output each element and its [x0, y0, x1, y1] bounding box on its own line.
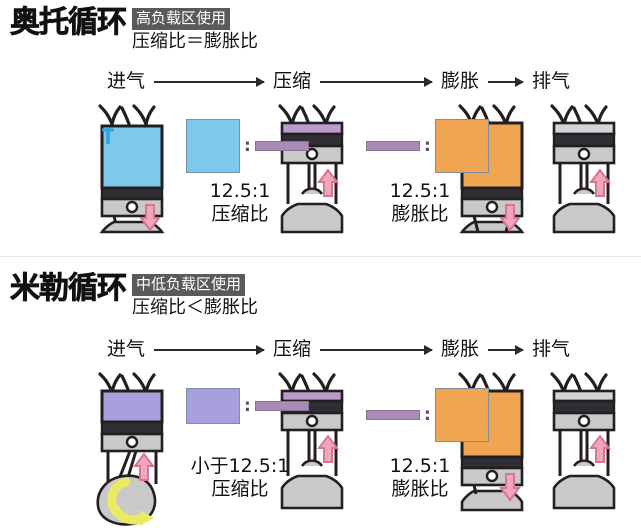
miller-cylinder-exhaust: [540, 372, 636, 512]
otto-step-compression: 压缩: [273, 70, 312, 92]
otto-arrow-1: [154, 76, 266, 87]
ratio-colon: :: [244, 136, 251, 156]
section-divider: [0, 256, 641, 257]
piston-direction-arrow-up: [589, 434, 611, 463]
miller-step-exhaust: 排气: [532, 338, 571, 360]
miller-cylinder-intake: [88, 372, 198, 528]
otto-expansion-volume-box: [434, 119, 489, 173]
piston-direction-arrow-down: [499, 473, 521, 502]
otto-expansion-ratio-caption: 12.5:1 膨胀比: [366, 180, 474, 226]
miller-expansion-ratio-visual: :: [366, 388, 489, 442]
miller-arrow-2: [320, 344, 434, 355]
piston-direction-arrow-up: [317, 434, 339, 463]
otto-load-badge: 高负载区使用: [132, 8, 231, 30]
otto-arrow-2: [320, 76, 434, 87]
otto-expansion-ratio-value: 12.5:1: [389, 180, 451, 202]
piston-direction-arrow-down: [499, 204, 521, 232]
otto-compression-unit-bar: [254, 141, 309, 151]
miller-expansion-ratio-label: 膨胀比: [391, 478, 449, 500]
ratio-colon: :: [424, 136, 431, 156]
miller-step-labels: 进气 压缩 膨胀 排气: [107, 340, 570, 359]
otto-cylinder-intake: [88, 104, 184, 234]
miller-cycle-title: 米勒循环: [10, 271, 128, 306]
miller-step-compression: 压缩: [273, 338, 312, 360]
miller-compression-ratio-label: 压缩比: [211, 478, 269, 500]
otto-cylinder-compression: [268, 104, 364, 234]
miller-step-intake: 进气: [107, 338, 146, 360]
otto-compression-ratio-caption: 12.5:1 压缩比: [186, 180, 294, 226]
miller-cylinder-compression: [268, 372, 364, 512]
miller-expansion-ratio-caption: 12.5:1 膨胀比: [366, 455, 474, 501]
otto-compression-volume-box: [186, 119, 240, 173]
miller-load-badge: 中低负载区使用: [132, 274, 246, 296]
otto-heading-right: 高负载区使用 压缩比＝膨胀比: [132, 8, 258, 53]
miller-compression-ratio-visual: :: [186, 388, 309, 424]
otto-compression-ratio-value: 12.5:1: [209, 180, 271, 202]
miller-compression-ratio-caption: 小于12.5:1 压缩比: [175, 455, 305, 501]
ratio-colon: :: [424, 405, 431, 425]
otto-step-exhaust: 排气: [532, 70, 571, 92]
otto-cylinder-exhaust: [540, 104, 636, 234]
otto-compression-ratio-label: 压缩比: [211, 203, 269, 225]
otto-expansion-ratio-label: 膨胀比: [391, 203, 449, 225]
otto-cycle-title: 奥托循环: [10, 5, 128, 40]
otto-compression-ratio-visual: :: [186, 119, 309, 173]
piston-direction-arrow-up: [133, 452, 155, 481]
miller-step-expansion: 膨胀: [441, 338, 480, 360]
miller-ratio-relation: 压缩比＜膨胀比: [132, 297, 258, 318]
otto-step-expansion: 膨胀: [441, 70, 480, 92]
ratio-colon: :: [244, 396, 251, 416]
otto-expansion-unit-bar: [366, 141, 420, 151]
miller-compression-unit-bar: [254, 401, 309, 411]
miller-heading-right: 中低负载区使用 压缩比＜膨胀比: [132, 274, 258, 319]
miller-arrow-1: [154, 344, 266, 355]
otto-cycle-heading: 奥托循环 高负载区使用 压缩比＝膨胀比: [10, 5, 258, 53]
otto-step-intake: 进气: [107, 70, 146, 92]
miller-expansion-ratio-value: 12.5:1: [389, 455, 451, 477]
miller-expansion-unit-bar: [366, 410, 420, 420]
piston-direction-arrow-down: [139, 204, 161, 232]
piston-direction-arrow-up: [317, 168, 339, 197]
otto-arrow-3: [488, 76, 525, 87]
piston-direction-arrow-up: [589, 168, 611, 197]
otto-step-labels: 进气 压缩 膨胀 排气: [107, 72, 570, 91]
otto-expansion-ratio-visual: :: [366, 119, 489, 173]
miller-arrow-3: [488, 344, 525, 355]
miller-compression-volume-box: [186, 388, 240, 424]
miller-expansion-volume-box: [434, 388, 489, 442]
miller-cycle-heading: 米勒循环 中低负载区使用 压缩比＜膨胀比: [10, 271, 258, 319]
otto-ratio-relation: 压缩比＝膨胀比: [132, 31, 258, 52]
miller-compression-ratio-value: 小于12.5:1: [190, 455, 290, 477]
